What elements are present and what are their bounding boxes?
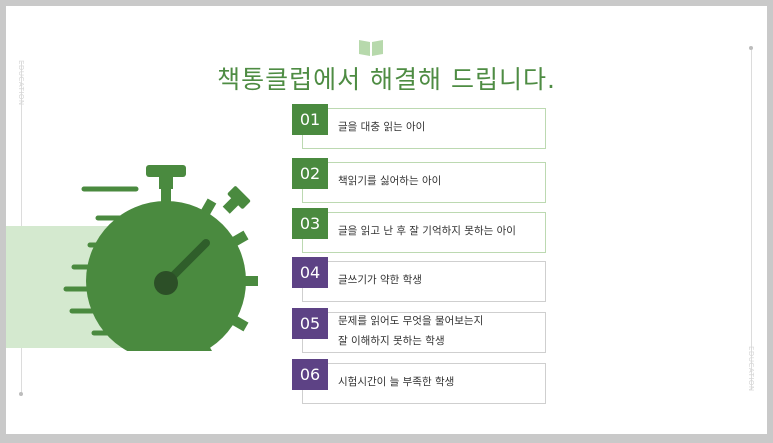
- item-label: 시험시간이 늘 부족한 학생: [338, 375, 455, 388]
- list-item: 01 글을 대충 읽는 아이: [292, 104, 562, 154]
- list-item: 03 글을 읽고 난 후 잘 기억하지 못하는 아이: [292, 208, 562, 258]
- item-box: [302, 108, 546, 149]
- item-number: 06: [292, 359, 328, 390]
- left-side-text: EDUCATION: [17, 60, 25, 106]
- item-number: 03: [292, 208, 328, 239]
- page-title: 책통클럽에서 해결해 드립니다.: [217, 65, 556, 94]
- item-label: 책읽기를 싫어하는 아이: [338, 174, 442, 187]
- item-label: 글을 대충 읽는 아이: [338, 120, 426, 133]
- item-number: 01: [292, 104, 328, 135]
- item-box: [302, 363, 546, 404]
- item-label: 글을 읽고 난 후 잘 기억하지 못하는 아이: [338, 224, 516, 237]
- item-box: [302, 312, 546, 353]
- right-guide-line: [751, 50, 752, 390]
- right-side-text: EDUCATION: [747, 346, 755, 392]
- right-guide-dot: [749, 46, 753, 50]
- list-item: 02 책읽기를 싫어하는 아이: [292, 158, 562, 208]
- item-box: [302, 162, 546, 203]
- item-box: [302, 261, 546, 302]
- stopwatch-icon: [63, 165, 258, 351]
- slide: EDUCATION EDUCATION 책통클럽에서 해결해 드립니다.: [6, 6, 767, 434]
- left-guide-dot: [19, 392, 23, 396]
- item-number: 02: [292, 158, 328, 189]
- item-box: [302, 212, 546, 253]
- item-number: 04: [292, 257, 328, 288]
- list-item: 06 시험시간이 늘 부족한 학생: [292, 359, 562, 409]
- book-icon: [359, 40, 383, 56]
- item-number: 05: [292, 308, 328, 339]
- item-label: 문제를 읽어도 무엇을 물어보는지 잘 이해하지 못하는 학생: [338, 314, 484, 347]
- list-item: 05 문제를 읽어도 무엇을 물어보는지 잘 이해하지 못하는 학생: [292, 308, 562, 358]
- item-label: 글쓰기가 약한 학생: [338, 273, 422, 286]
- list-item: 04 글쓰기가 약한 학생: [292, 257, 562, 307]
